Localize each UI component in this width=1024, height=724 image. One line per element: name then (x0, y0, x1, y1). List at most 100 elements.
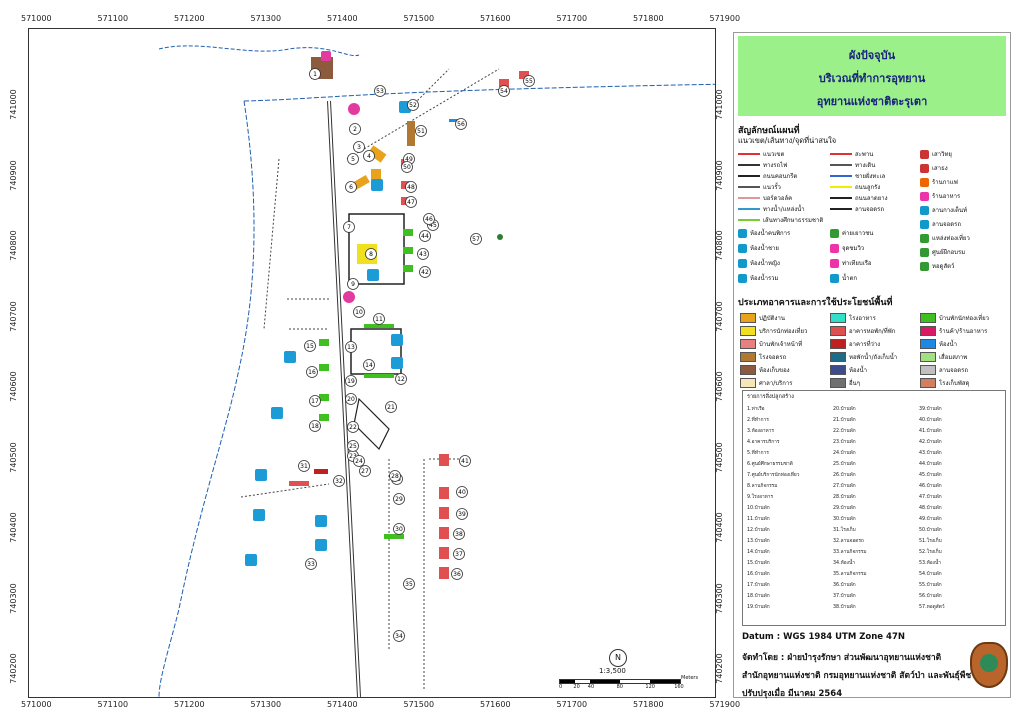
x-tick-label: 571700 (556, 700, 588, 709)
legend-title-line-1: ผังปัจจุบัน (848, 49, 896, 62)
map-marker (333, 475, 345, 487)
y-tick-label: 740300 (714, 582, 724, 614)
buildings (289, 57, 529, 579)
tent-icons (245, 351, 296, 566)
legend-label: ร้านอาหาร (932, 193, 961, 200)
scale-tick: 160 (674, 684, 684, 690)
line-legend-item: ทางรถไฟ (738, 160, 787, 170)
map-marker-label: 10 (355, 309, 363, 316)
x-tick-label: 571500 (403, 14, 435, 23)
place-entry: 44.บ้านพัก (919, 462, 942, 467)
place-entry: 17.บ้านพัก (747, 583, 770, 588)
place-entry: 16.บ้านพัก (747, 572, 770, 577)
map-marker (407, 99, 419, 111)
x-tick-label: 571100 (97, 14, 129, 23)
map-marker (417, 248, 429, 260)
facility-legend-item: ห้องน้ำชาย (738, 243, 779, 253)
legend-label: จุดชมวิว (842, 245, 865, 252)
map-marker-label: 50 (403, 164, 411, 171)
map-marker (345, 375, 357, 387)
map-marker-label: 48 (407, 184, 415, 191)
map-marker-label: 28 (391, 473, 399, 480)
map-marker (393, 493, 405, 505)
building-legend-item: บ้านพักเจ้าหน้าที่ (740, 339, 802, 349)
map-marker (389, 470, 401, 482)
map-marker (305, 558, 317, 570)
x-tick-label: 571300 (250, 14, 282, 23)
map-marker (423, 213, 435, 225)
map-marker (347, 153, 359, 165)
place-entry: 27.บ้านพัก (833, 484, 856, 489)
building-legend-item: หอพักน้ำ/ถังเก็บน้ำ (830, 352, 897, 362)
x-tick-label: 571400 (327, 700, 358, 709)
map-marker-label: 52 (409, 102, 417, 109)
updated-text: ปรับปรุงเมื่อ มีนาคม 2564 (742, 689, 843, 699)
map-marker (345, 341, 357, 353)
map-marker (347, 440, 359, 452)
place-entry: 26.บ้านพัก (833, 473, 856, 478)
legend-label: ศูนย์ฝึกอบรม (932, 249, 966, 256)
map-marker-label: 38 (455, 531, 463, 538)
x-tick-label: 571400 (327, 14, 358, 23)
coastline (158, 45, 360, 57)
lines-header: แนวเขต/เส้นทาง/จุดที่น่าสนใจ (738, 136, 837, 145)
place-entry: 5.ที่ทำการ (747, 451, 769, 456)
toilet-icons (315, 101, 411, 551)
map-marker (459, 455, 471, 467)
tower-icon (920, 261, 929, 271)
facility-legend-item: จุดชมวิว (830, 243, 864, 253)
map-marker-label: 7 (347, 224, 351, 231)
map-marker (374, 85, 386, 97)
map-marker (365, 248, 377, 260)
scale-tick: 0 (559, 684, 563, 690)
map-marker-label: 55 (525, 78, 533, 85)
place-entry: 38.บ้านพัก (833, 605, 856, 610)
point-legend-item: ร้านกาแฟ (920, 177, 958, 187)
legend-label: แนวเขต (763, 151, 785, 158)
building-legend-item: ห้องเก็บของ (740, 365, 790, 375)
point-legend-item: ร้านอาหาร (920, 191, 960, 201)
map-marker (359, 465, 371, 477)
legend-label: ห้องน้ำคนพิการ (750, 230, 791, 237)
map-marker (363, 359, 375, 371)
place-entry: 23.บ้านพัก (833, 440, 856, 445)
place-entry: 42.บ้านพัก (919, 440, 942, 445)
map-marker (309, 395, 321, 407)
map-marker-label: 12 (397, 376, 405, 383)
place-entry: 50.บ้านพัก (919, 528, 942, 533)
map-marker-label: 6 (349, 184, 353, 191)
scale-tick: 80 (616, 684, 623, 690)
place-entry: 37.บ้านพัก (833, 594, 856, 599)
map-marker-label: 32 (335, 478, 343, 485)
male-toilet-icon (738, 243, 747, 253)
map-marker (401, 161, 413, 173)
y-tick-label: 740500 (714, 441, 724, 473)
legend-label: ท่าเทียบเรือ (842, 260, 872, 267)
viewpoint-icon (830, 243, 839, 253)
place-entry: 39.บ้านพัก (919, 407, 942, 412)
legend-label: ห้องน้ำชาย (750, 245, 779, 252)
place-entry: 28.บ้านพัก (833, 495, 856, 500)
map-marker (353, 141, 365, 153)
antenna-icon (920, 149, 929, 159)
scale-tick: 120 (645, 684, 655, 690)
map-marker-label: 2 (353, 126, 357, 133)
legend-label: บริการนักท่องเที่ยว (759, 328, 808, 335)
map-marker-label: 13 (347, 344, 355, 351)
legend-label: ชายฝั่งทะเล (855, 173, 886, 180)
map-marker-label: 51 (417, 128, 425, 135)
x-tick-label: 571200 (174, 700, 205, 709)
y-tick-label: 740700 (714, 300, 724, 332)
map-marker (523, 75, 535, 87)
map-marker (451, 568, 463, 580)
legend-title-line-3: อุทยานแห่งชาติตะรุเตา (816, 95, 928, 108)
line-legend-item: สะพาน (830, 149, 873, 159)
legend-label: บ้านพักเจ้าหน้าที่ (759, 341, 803, 348)
point-legend-item: เสาวิทยุ (920, 149, 952, 159)
accessible-toilet-icon (738, 228, 747, 238)
made-by-text: จัดทำโดย : ฝ่ายบำรุงรักษา ส่วนพัฒนาอุทยา… (742, 653, 942, 663)
legend-label: โรงเก็บพัสดุ (939, 380, 970, 387)
y-tick-label: 740400 (8, 512, 18, 543)
legend-label: ห้องน้ำรวม (750, 275, 779, 282)
